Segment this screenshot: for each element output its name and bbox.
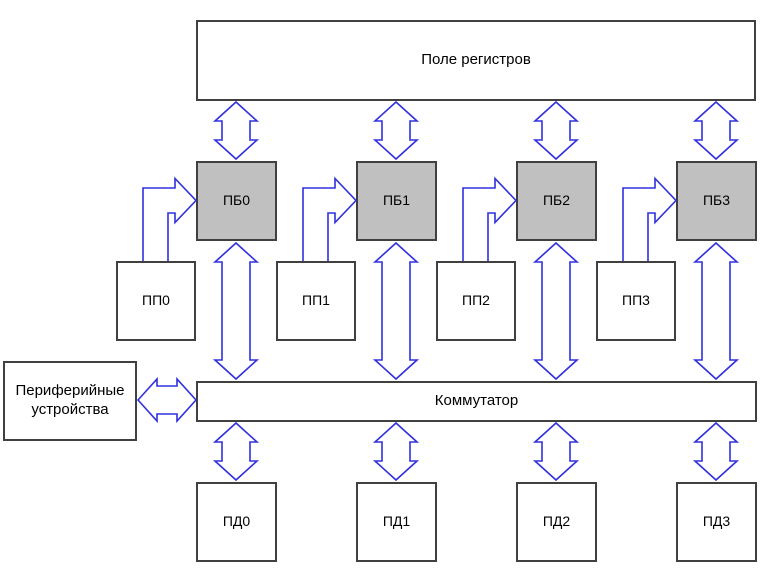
peripherals-label: Периферийные устройства (15, 382, 125, 418)
double-arrow-registers-pb2 (534, 101, 578, 160)
pb-block-0-label: ПБ0 (222, 192, 251, 209)
pd-block-3: ПД3 (676, 482, 757, 562)
double-arrow-commutator-pd2 (534, 422, 578, 481)
peripherals-block: Периферийные устройства (3, 361, 137, 441)
bent-arrow-pp1-pb1 (302, 177, 357, 262)
pd-block-0-label: ПД0 (222, 513, 251, 530)
pb-block-3-label: ПБ3 (702, 192, 731, 209)
pp-block-0: ПП0 (116, 261, 196, 341)
pb-block-0: ПБ0 (196, 161, 277, 241)
double-arrow-registers-pb1 (374, 101, 418, 160)
double-arrow-peripherals-commutator (136, 376, 198, 424)
double-arrow-registers-pb0 (214, 101, 258, 160)
double-arrow-commutator-pd0 (214, 422, 258, 481)
pd-block-2: ПД2 (516, 482, 597, 562)
pp-block-1-label: ПП1 (302, 292, 330, 309)
double-arrow-pb0-commutator (214, 242, 258, 380)
pd-block-2-label: ПД2 (542, 513, 571, 530)
register-field-block: Поле регистров (196, 20, 756, 101)
pb-block-2: ПБ2 (516, 161, 597, 241)
double-arrow-pb3-commutator (694, 242, 738, 380)
pd-block-3-label: ПД3 (702, 513, 731, 530)
double-arrow-commutator-pd1 (374, 422, 418, 481)
pb-block-1-label: ПБ1 (382, 192, 411, 209)
pp-block-3-label: ПП3 (622, 292, 650, 309)
bent-arrow-pp0-pb0 (142, 177, 197, 262)
pb-block-3: ПБ3 (676, 161, 757, 241)
bent-arrow-pp3-pb3 (622, 177, 677, 262)
pp-block-1: ПП1 (276, 261, 356, 341)
double-arrow-pb1-commutator (374, 242, 418, 380)
pb-block-1: ПБ1 (356, 161, 437, 241)
commutator-label: Коммутатор (434, 392, 519, 410)
register-field-label: Поле регистров (421, 51, 531, 69)
pp-block-2-label: ПП2 (462, 292, 490, 309)
double-arrow-registers-pb3 (694, 101, 738, 160)
bent-arrow-pp2-pb2 (462, 177, 517, 262)
pp-block-0-label: ПП0 (142, 292, 170, 309)
pp-block-2: ПП2 (436, 261, 516, 341)
pd-block-0: ПД0 (196, 482, 277, 562)
double-arrow-commutator-pd3 (694, 422, 738, 481)
commutator-block: Коммутатор (196, 381, 757, 422)
pp-block-3: ПП3 (596, 261, 676, 341)
pd-block-1-label: ПД1 (382, 513, 411, 530)
double-arrow-pb2-commutator (534, 242, 578, 380)
pb-block-2-label: ПБ2 (542, 192, 571, 209)
pd-block-1: ПД1 (356, 482, 437, 562)
